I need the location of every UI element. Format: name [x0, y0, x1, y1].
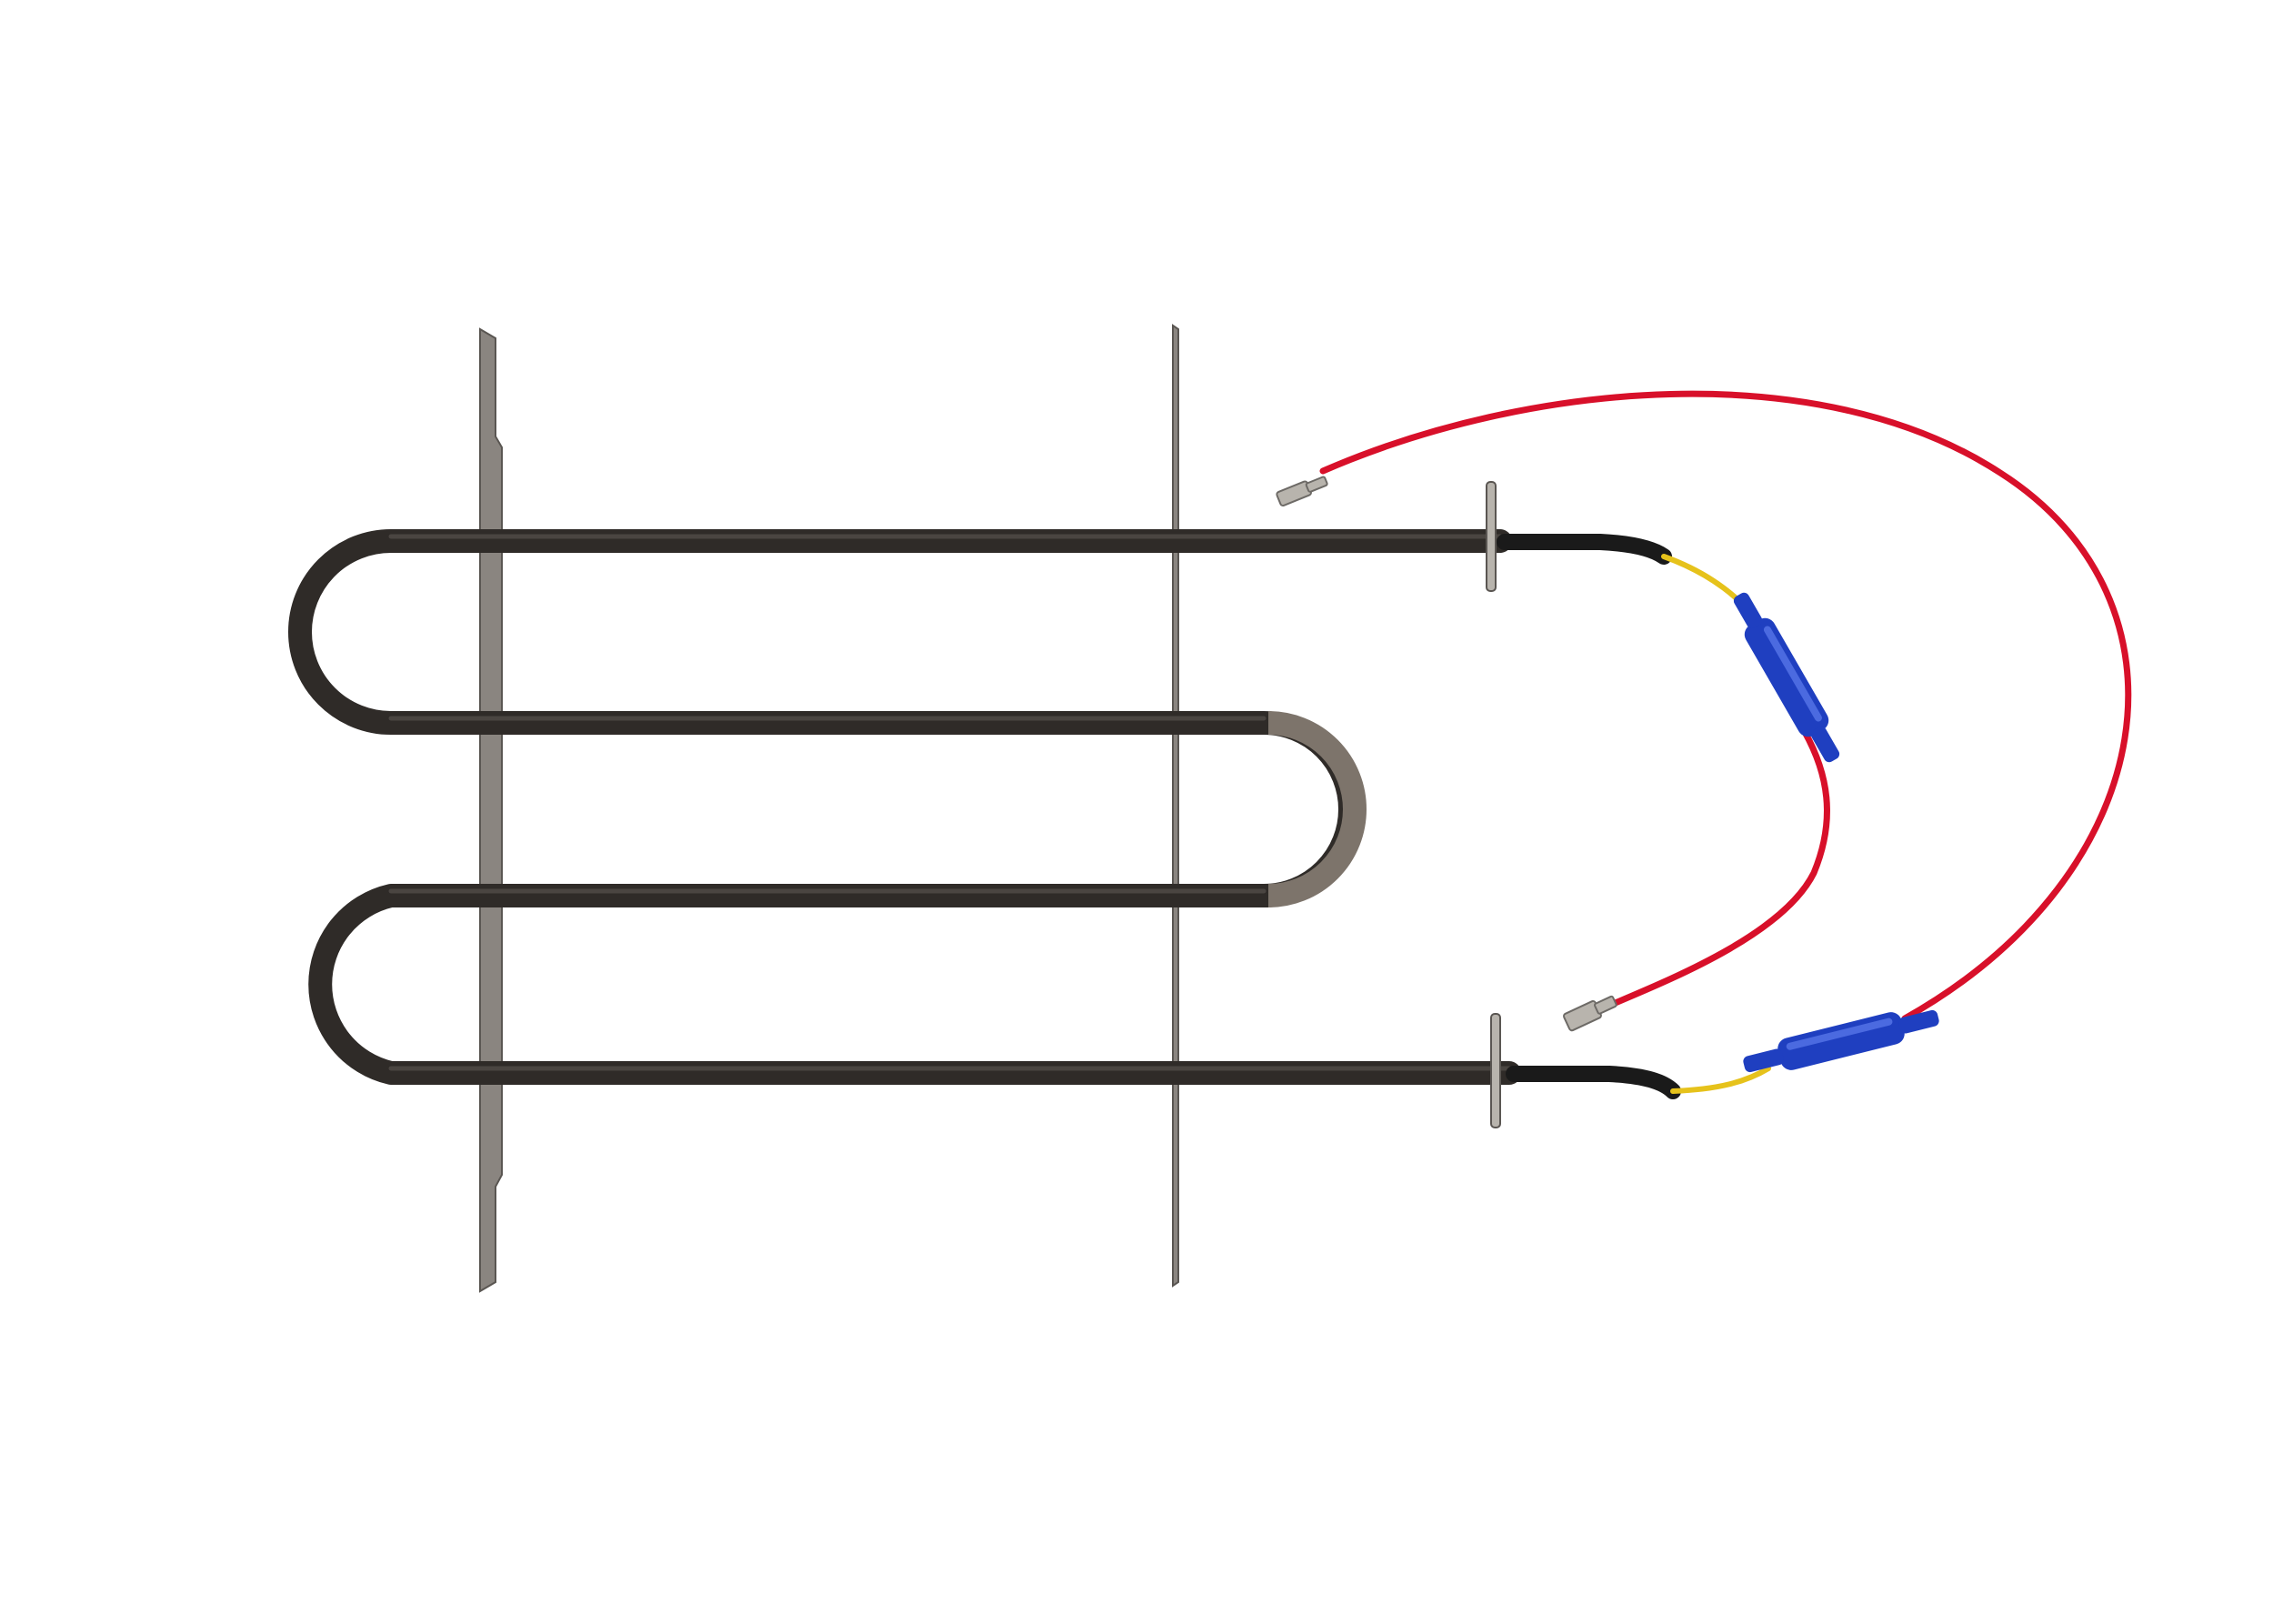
mounting-bracket-right: [1172, 324, 1179, 1288]
red-lead-wire-long: [1319, 390, 2132, 1022]
terminal-flange-top: [1486, 481, 1497, 592]
red-lead-wire-short: [1597, 728, 1830, 1013]
terminal-flange-bottom: [1490, 1013, 1501, 1128]
mounting-bracket-left: [479, 327, 503, 1293]
insulation-sleeve-top: [1497, 534, 1672, 565]
insulation-sleeve-bottom: [1506, 1066, 1681, 1099]
blue-connector-bottom: [1743, 1009, 1939, 1073]
yellow-lead-wire-bottom: [1670, 1066, 1771, 1094]
blue-connector-top: [1733, 592, 1840, 763]
spade-terminal-short-wire: [1563, 995, 1617, 1032]
heating-element-tube: [288, 529, 1521, 1085]
spade-terminal-long-wire: [1276, 476, 1328, 507]
